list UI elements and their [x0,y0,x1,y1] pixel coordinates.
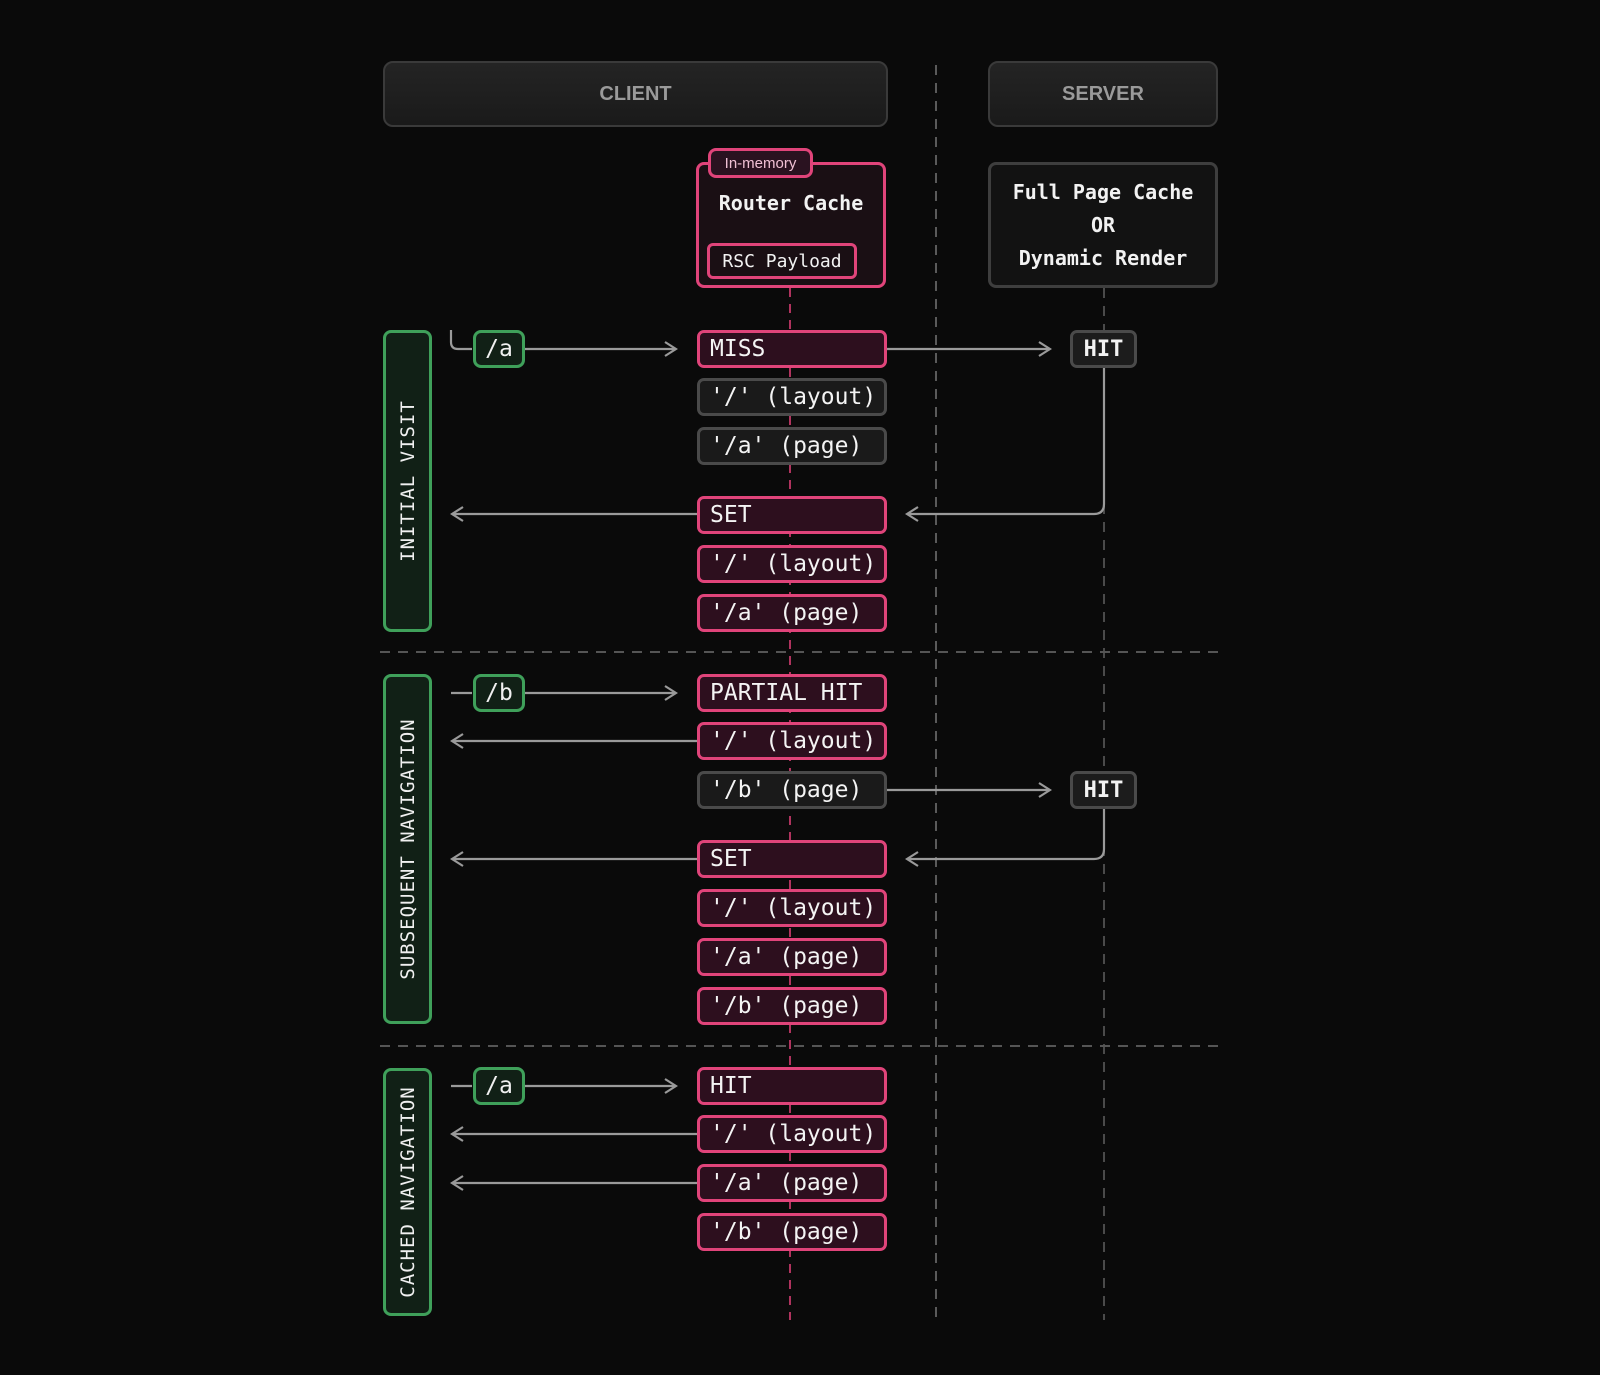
route-b: /b [473,674,525,712]
cached-layout: '/' (layout) [697,722,887,760]
status-partial-hit: PARTIAL HIT [697,674,887,712]
router-cache-title: Router Cache [718,191,864,215]
server-header: SERVER [988,61,1218,127]
phase-cached-label: CACHED NAVIGATION [396,1086,419,1298]
phase-initial-visit: INITIAL VISIT [383,330,432,632]
lookup-page-a: '/a' (page) [697,427,887,465]
set-page-a-initial: '/a' (page) [697,594,887,632]
status-set-subsequent: SET [697,840,887,878]
server-box-line1: Full Page Cache [1012,179,1194,204]
cached-page-a-item: '/a' (page) [697,1164,887,1202]
lookup-layout: '/' (layout) [697,378,887,416]
status-miss: MISS [697,330,887,368]
missing-page-b: '/b' (page) [697,771,887,809]
rsc-payload-label: RSC Payload [707,243,857,279]
client-header: CLIENT [383,61,888,127]
set-layout-subsequent: '/' (layout) [697,889,887,927]
set-page-b-subsequent: '/b' (page) [697,987,887,1025]
router-cache-box: Router Cache RSC Payload [696,162,886,288]
server-header-label: SERVER [1062,82,1144,105]
server-cache-box: Full Page Cache OR Dynamic Render [988,162,1218,288]
route-a-cached: /a [473,1067,525,1105]
server-hit-initial: HIT [1070,330,1137,368]
client-header-label: CLIENT [599,82,672,105]
cached-page-b-item: '/b' (page) [697,1213,887,1251]
server-box-line2: OR [1090,212,1116,237]
phase-subsequent-navigation: SUBSEQUENT NAVIGATION [383,674,432,1024]
status-hit-cached: HIT [697,1067,887,1105]
phase-subsequent-label: SUBSEQUENT NAVIGATION [396,718,419,980]
set-layout-initial: '/' (layout) [697,545,887,583]
route-a-initial: /a [473,330,525,368]
in-memory-tag: In-memory [708,148,813,178]
status-set-initial: SET [697,496,887,534]
phase-initial-label: INITIAL VISIT [396,400,419,562]
cached-layout-item: '/' (layout) [697,1115,887,1153]
phase-cached-navigation: CACHED NAVIGATION [383,1068,432,1316]
server-box-line3: Dynamic Render [1018,245,1188,270]
set-page-a-subsequent: '/a' (page) [697,938,887,976]
server-hit-subsequent: HIT [1070,771,1137,809]
